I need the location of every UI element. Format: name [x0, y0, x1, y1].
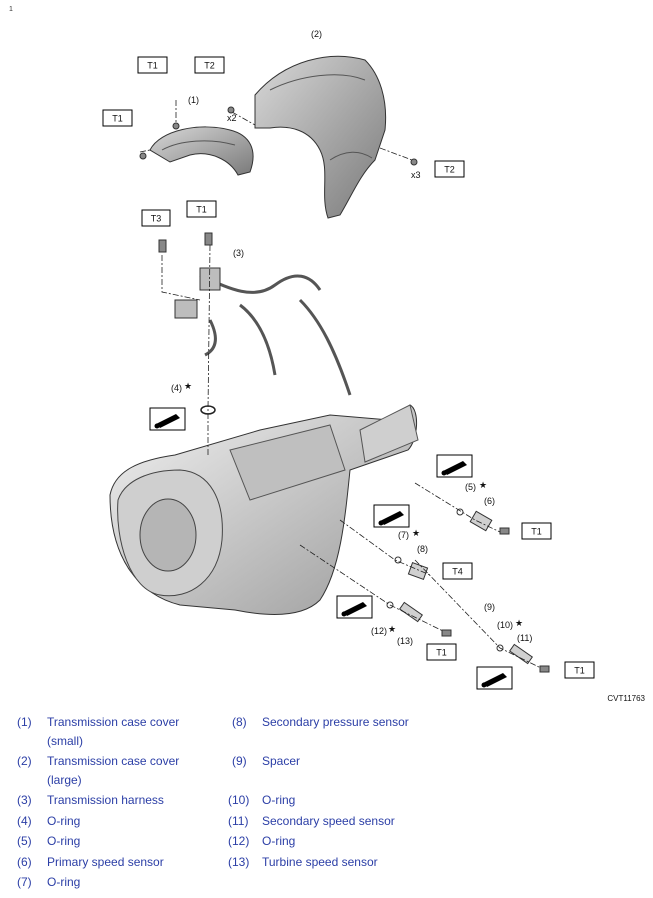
legend-text: O-ring — [262, 793, 296, 807]
torque-box-t3: T3 — [141, 209, 171, 227]
svg-text:T2: T2 — [204, 61, 215, 71]
torque-box-t1-a: T1 — [137, 56, 168, 74]
legend-text: Secondary pressure sensor — [262, 715, 409, 729]
svg-text:T3: T3 — [151, 214, 162, 224]
legend-text: Transmission case cover (small) — [47, 715, 180, 748]
figure-code: CVT11763 — [607, 694, 645, 703]
quantity-x2: x2 — [227, 113, 237, 123]
legend-number: (4) — [17, 814, 32, 828]
oil-application-symbol-5 — [436, 454, 473, 478]
callout-6: (6) — [484, 496, 495, 506]
star-4: ★ — [184, 381, 192, 391]
callout-10: (10) — [497, 620, 513, 630]
legend-text: Primary speed sensor — [47, 855, 164, 869]
svg-text:T1: T1 — [196, 205, 207, 215]
quantity-x3: x3 — [411, 170, 421, 180]
torque-box-t1-c: T1 — [186, 200, 217, 218]
legend-number: (3) — [17, 793, 32, 807]
leader-lines — [139, 100, 546, 671]
oil-application-symbol-10 — [476, 666, 513, 690]
legend-number: (9) — [232, 754, 247, 768]
legend-text: Transmission harness — [47, 793, 164, 807]
legend-text: Transmission case cover (large) — [47, 754, 180, 787]
callout-3: (3) — [233, 248, 244, 258]
star-5: ★ — [479, 480, 487, 490]
legend-text: O-ring — [47, 875, 81, 889]
svg-text:T1: T1 — [112, 114, 123, 124]
star-12: ★ — [388, 624, 396, 634]
svg-text:T1: T1 — [147, 61, 158, 71]
callout-11: (11) — [517, 633, 532, 643]
legend-text: O-ring — [47, 834, 81, 848]
sensor-parts — [386, 508, 534, 665]
legend-number: (10) — [228, 793, 250, 807]
callout-12: (12) — [371, 626, 387, 636]
torque-box-t1-e: T1 — [426, 643, 457, 661]
svg-text:T1: T1 — [531, 527, 542, 537]
legend-number: (2) — [17, 754, 32, 768]
legend-number: (11) — [228, 814, 249, 828]
svg-text:T1: T1 — [436, 648, 447, 658]
torque-box-t1-b: T1 — [102, 109, 133, 127]
legend-number: (5) — [17, 834, 32, 848]
legend-text: O-ring — [47, 814, 81, 828]
torque-box-t1-d: T1 — [521, 522, 552, 540]
legend-text: Turbine speed sensor — [262, 855, 378, 869]
star-10: ★ — [515, 618, 523, 628]
callout-4: (4) — [171, 383, 182, 393]
oil-application-symbol-7 — [373, 504, 410, 528]
legend-text: Spacer — [262, 754, 301, 768]
callout-1: (1) — [188, 95, 199, 105]
legend-number: (12) — [228, 834, 250, 848]
torque-box-t2-b: T2 — [434, 160, 465, 178]
torque-box-t1-f: T1 — [564, 661, 595, 679]
callout-9: (9) — [484, 602, 495, 612]
callout-7: (7) — [398, 530, 409, 540]
transmission-harness — [174, 267, 352, 396]
legend-number: (7) — [17, 875, 32, 889]
torque-box-t2-a: T2 — [194, 56, 225, 74]
legend-number: (13) — [228, 855, 250, 869]
callout-5: (5) — [465, 482, 476, 492]
torque-box-t4: T4 — [442, 562, 473, 580]
transmission-case-cover-large — [254, 55, 387, 219]
legend-text: O-ring — [262, 834, 296, 848]
legend-text: Secondary speed sensor — [262, 814, 395, 828]
legend-number: (1) — [17, 715, 32, 729]
transmission-assembly — [109, 404, 419, 615]
bolts — [139, 106, 550, 673]
transmission-case-cover-small — [149, 126, 254, 176]
callout-2: (2) — [311, 29, 322, 39]
svg-text:T1: T1 — [574, 666, 585, 676]
svg-text:T4: T4 — [452, 567, 463, 577]
legend-number: (6) — [17, 855, 32, 869]
star-7: ★ — [412, 528, 420, 538]
svg-text:T2: T2 — [444, 165, 455, 175]
legend-number: (8) — [232, 715, 247, 729]
oil-application-symbol-12 — [336, 595, 373, 619]
corner-mark: 1 — [9, 6, 13, 13]
exploded-view-diagram: T1 T2 T1 T2 T3 T1 T1 T4 T1 T1 x2 x3 (1) … — [102, 29, 595, 690]
callout-8: (8) — [417, 544, 428, 554]
oil-application-symbol-4 — [149, 407, 186, 431]
callout-13: (13) — [397, 636, 413, 646]
